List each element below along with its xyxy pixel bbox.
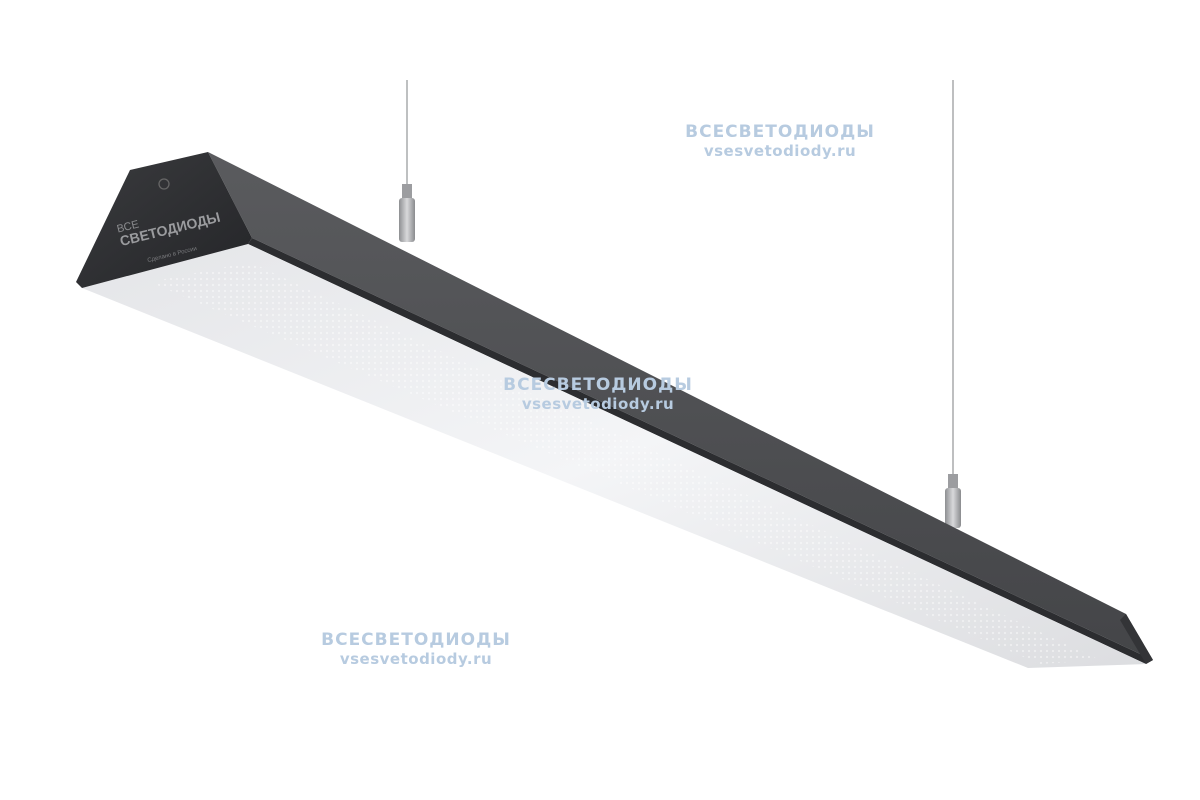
led-strip-dots <box>150 262 1100 664</box>
cable-holder-right <box>945 474 961 528</box>
end-cap-screw-icon <box>158 178 170 190</box>
luminaire-far-end <box>1120 614 1153 664</box>
luminaire-end-cap <box>76 152 252 288</box>
luminaire-housing-top <box>208 152 1153 660</box>
end-cap-brand-line1: ВСЕ <box>116 218 141 235</box>
luminaire-housing-edge <box>248 238 1153 664</box>
cable-holder-left <box>399 184 415 242</box>
